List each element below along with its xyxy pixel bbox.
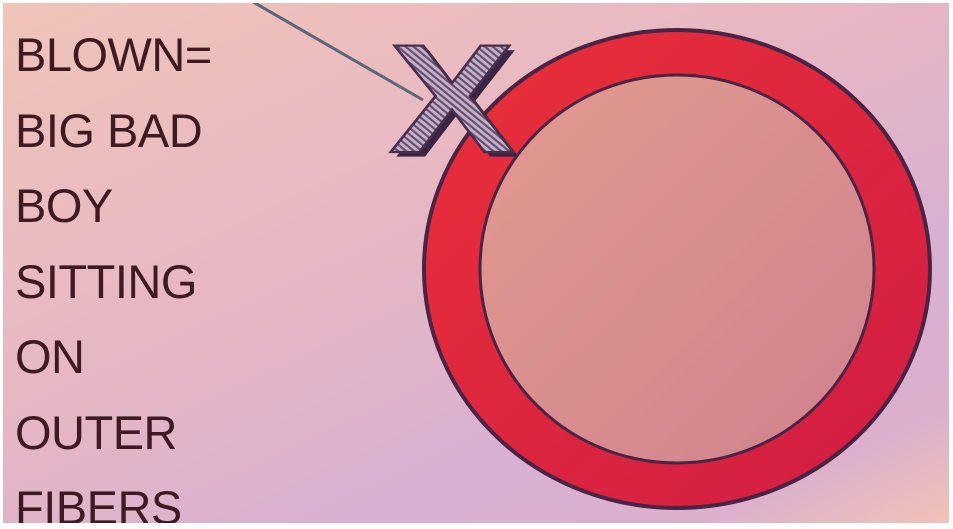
inner-disc: [478, 73, 876, 465]
diagram-graphics: X X: [251, 3, 932, 510]
pointer-line: [251, 3, 424, 102]
mnemonic-line-2: BIG BAD: [15, 103, 203, 157]
diagram-canvas: X X BLOWN= BIG BAD BOY SITTING ON OUTER …: [3, 3, 949, 523]
mnemonic-line-6: OUTER: [15, 405, 178, 459]
bottom-border: [0, 523, 953, 529]
mnemonic-line-3: BOY: [15, 179, 113, 232]
mnemonic-line-4: SITTING: [15, 254, 197, 308]
x-marker-shadow: X: [395, 17, 521, 189]
mnemonic-line-1: BLOWN=: [15, 28, 212, 81]
mnemonic-line-5: ON: [15, 330, 85, 383]
x-marker: X: [389, 13, 515, 185]
mnemonic-text: BLOWN= BIG BAD BOY SITTING ON OUTER FIBE…: [15, 17, 335, 523]
mnemonic-line-7: FIBERS: [15, 481, 182, 523]
